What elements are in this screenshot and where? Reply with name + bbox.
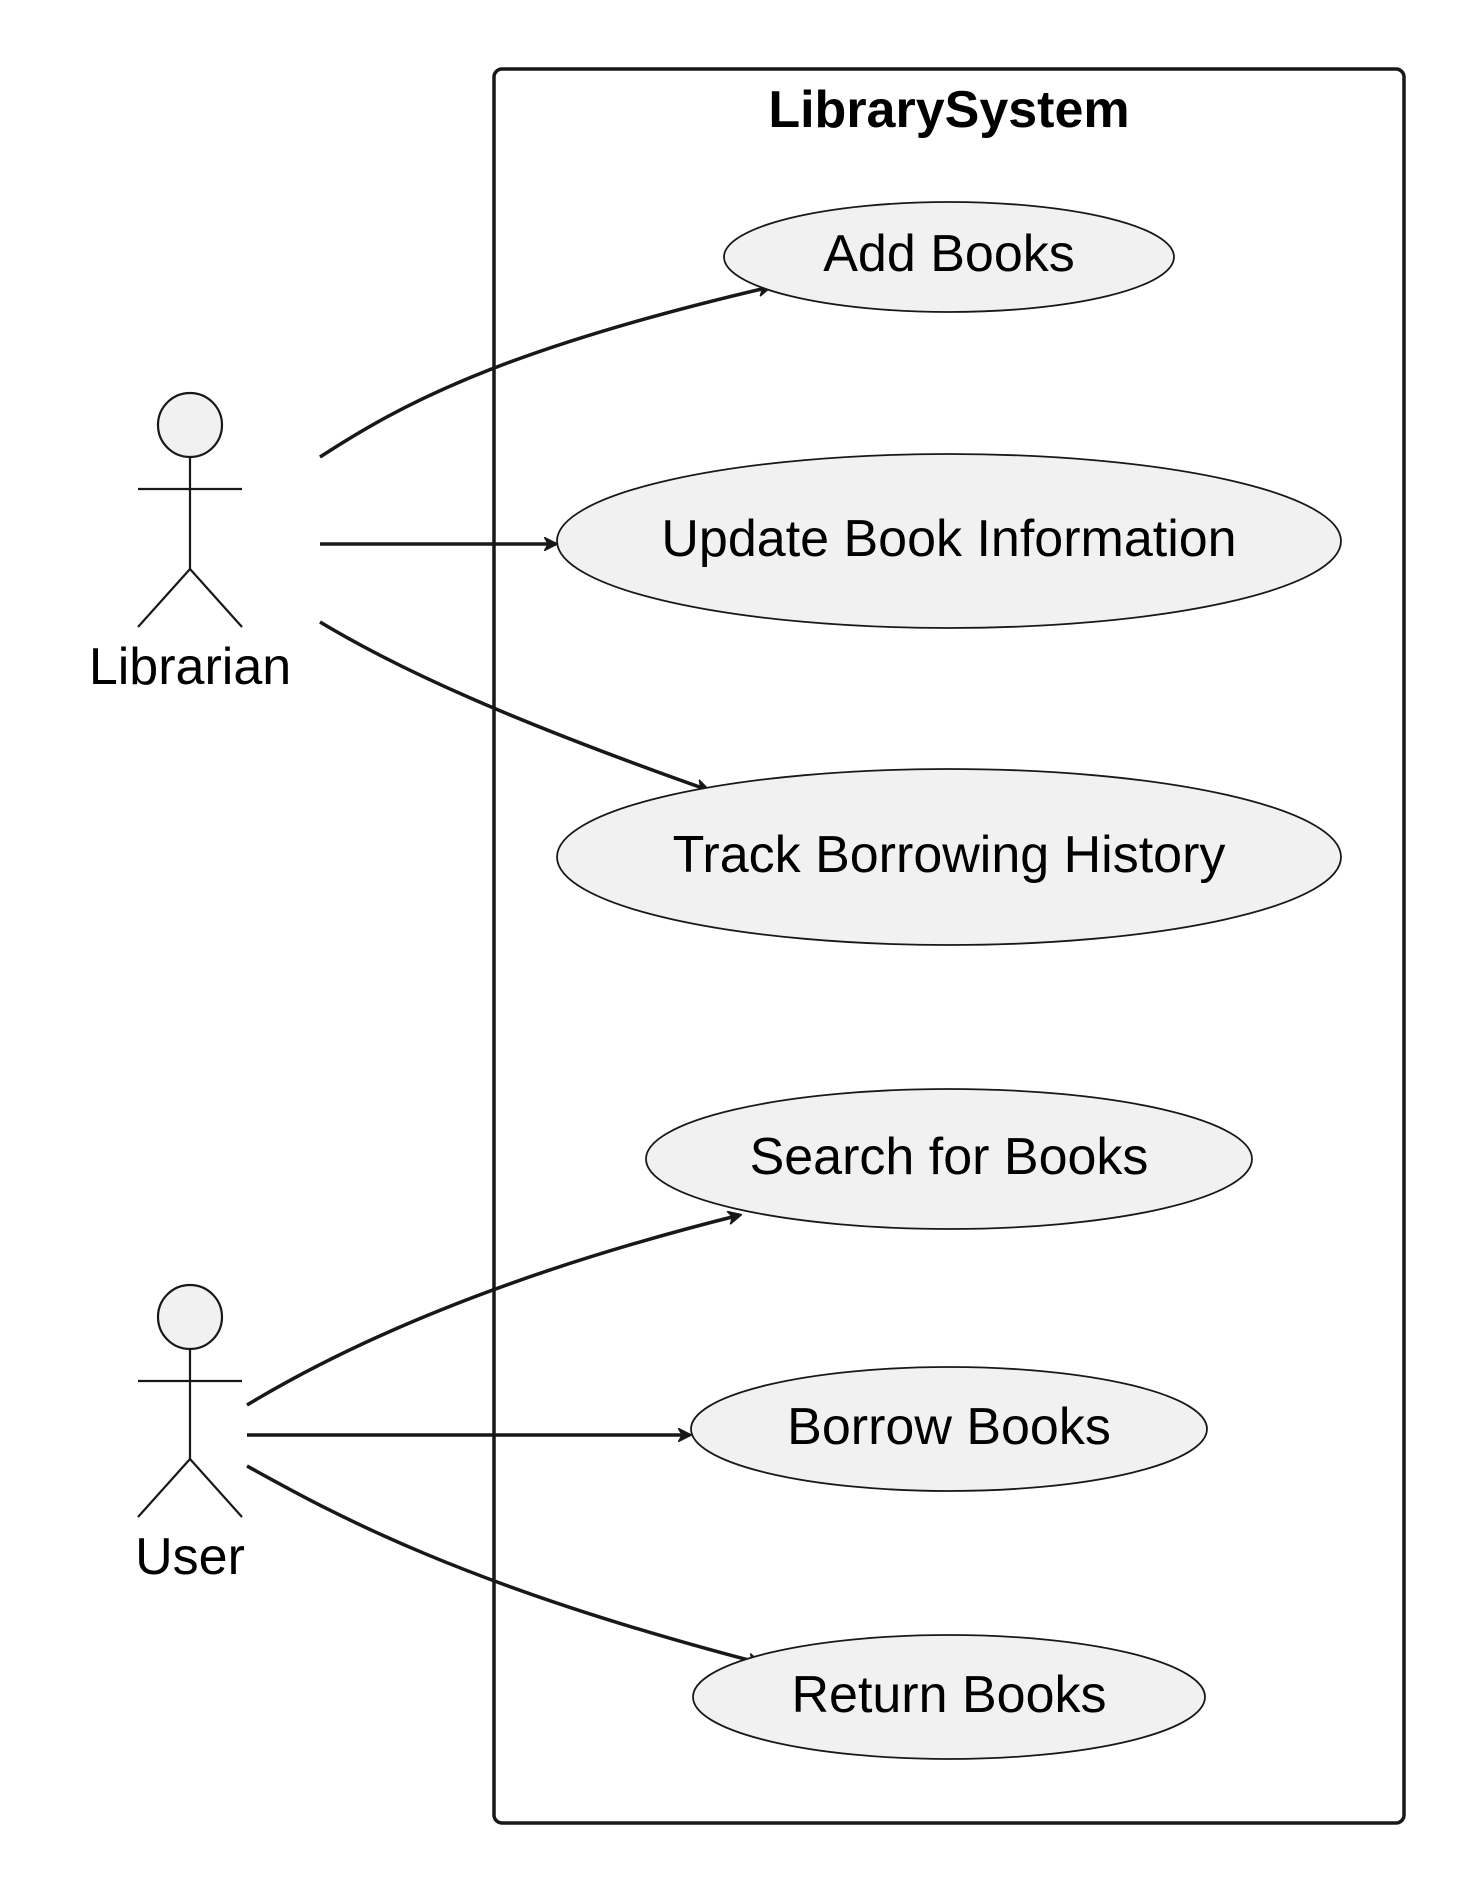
actor-label: User — [135, 1528, 245, 1586]
use-case-label: Borrow Books — [787, 1398, 1111, 1456]
use-case-ellipse — [723, 201, 1175, 313]
actor-right-leg — [189, 1458, 243, 1518]
use-case-ellipse — [556, 768, 1342, 946]
use-case-search-for-books[interactable]: Search for Books — [645, 1088, 1253, 1230]
use-case-label: Track Borrowing History — [673, 826, 1226, 884]
use-case-return-books[interactable]: Return Books — [692, 1634, 1206, 1760]
actor-right-leg — [189, 568, 243, 628]
system-title: LibrarySystem — [768, 81, 1129, 139]
actor-head — [156, 1283, 224, 1351]
use-case-ellipse — [645, 1088, 1253, 1230]
use-case-ellipse — [692, 1634, 1206, 1760]
use-case-label: Return Books — [791, 1666, 1106, 1724]
actor-user[interactable]: User — [135, 1283, 245, 1586]
actor-label: Librarian — [89, 638, 291, 696]
use-case-label: Update Book Information — [661, 510, 1236, 568]
actor-librarian[interactable]: Librarian — [89, 391, 291, 696]
use-case-track-borrowing-history[interactable]: Track Borrowing History — [556, 768, 1342, 946]
association-user-search — [246, 1215, 740, 1407]
association-user-return — [246, 1464, 760, 1663]
use-case-label: Search for Books — [750, 1128, 1149, 1186]
use-case-borrow-books[interactable]: Borrow Books — [690, 1366, 1208, 1492]
associations — [246, 287, 770, 1663]
use-case-ellipse — [690, 1366, 1208, 1492]
actor-left-leg — [137, 568, 191, 628]
system-boundary-box — [492, 67, 1406, 1825]
association-librarian-track — [319, 620, 708, 790]
use-case-label: Add Books — [823, 225, 1075, 283]
use-case-ellipse — [556, 453, 1342, 629]
actor-head — [156, 391, 224, 459]
association-librarian-add — [319, 287, 770, 459]
use-case-update-book-information[interactable]: Update Book Information — [556, 453, 1342, 629]
use-case-add-books[interactable]: Add Books — [723, 201, 1175, 313]
actor-left-leg — [137, 1458, 191, 1518]
system-boundary: LibrarySystem — [492, 67, 1406, 1825]
